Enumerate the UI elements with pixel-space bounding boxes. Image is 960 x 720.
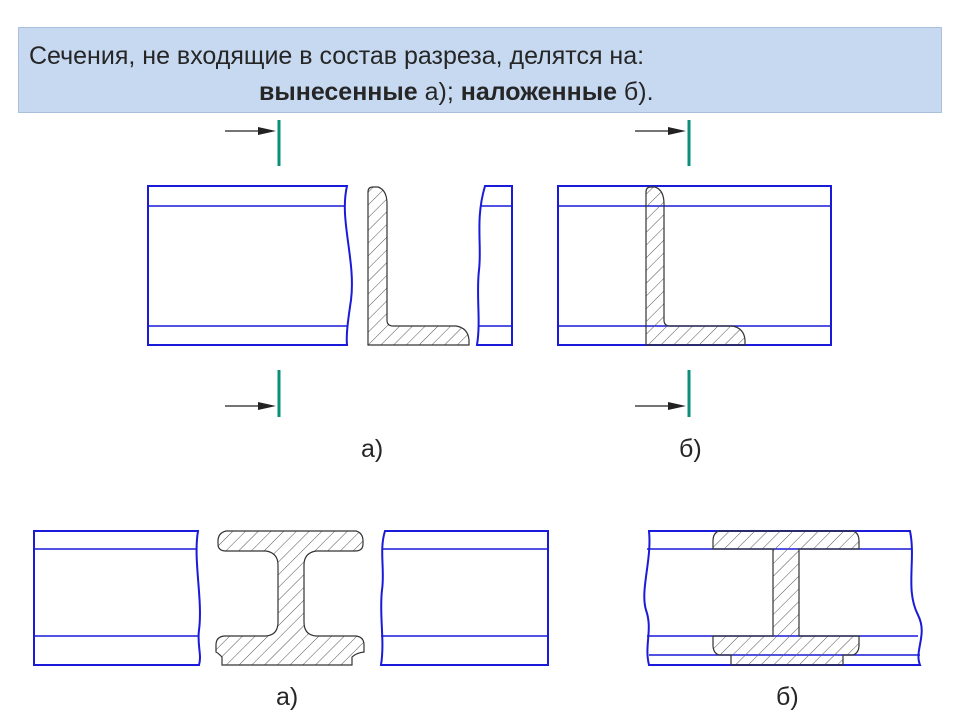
label-a-text: а); <box>417 78 461 106</box>
header-banner: Сечения, не входящие в состав разреза, д… <box>18 27 942 113</box>
caption-bottom-a: а) <box>276 683 299 711</box>
arrowhead-icon <box>258 402 276 410</box>
header-title: Сечения, не входящие в состав разреза, д… <box>29 42 645 70</box>
angle-left-part <box>147 185 353 346</box>
ibeam-removed-section-group <box>33 530 549 666</box>
angle-right-part <box>475 185 513 346</box>
ibeam-right-part <box>379 530 549 666</box>
arrowhead-icon <box>258 127 276 135</box>
angle-removed-section <box>367 186 470 346</box>
ibeam-full-view <box>643 530 923 666</box>
angle-superimposed-section <box>645 186 746 346</box>
angle-removed-section-group <box>147 120 513 417</box>
ibeam-superimposed-section-group <box>643 530 923 666</box>
label-b-text: б). <box>616 78 654 106</box>
ibeam-superimposed-section <box>712 530 860 666</box>
term-superimposed: наложенные <box>460 78 617 106</box>
arrowhead-icon <box>668 402 686 410</box>
angle-superimposed-section-group <box>557 120 832 417</box>
arrowhead-icon <box>668 127 686 135</box>
term-removed: вынесенные <box>259 78 418 106</box>
caption-top-b: б) <box>679 435 702 463</box>
caption-top-a: а) <box>361 435 384 463</box>
ibeam-removed-section <box>215 530 365 666</box>
ibeam-left-part <box>33 530 201 666</box>
header-subtitle: вынесенные а); наложенные б). <box>259 78 654 107</box>
caption-bottom-b: б) <box>776 683 799 711</box>
angle-full-view <box>557 185 832 346</box>
